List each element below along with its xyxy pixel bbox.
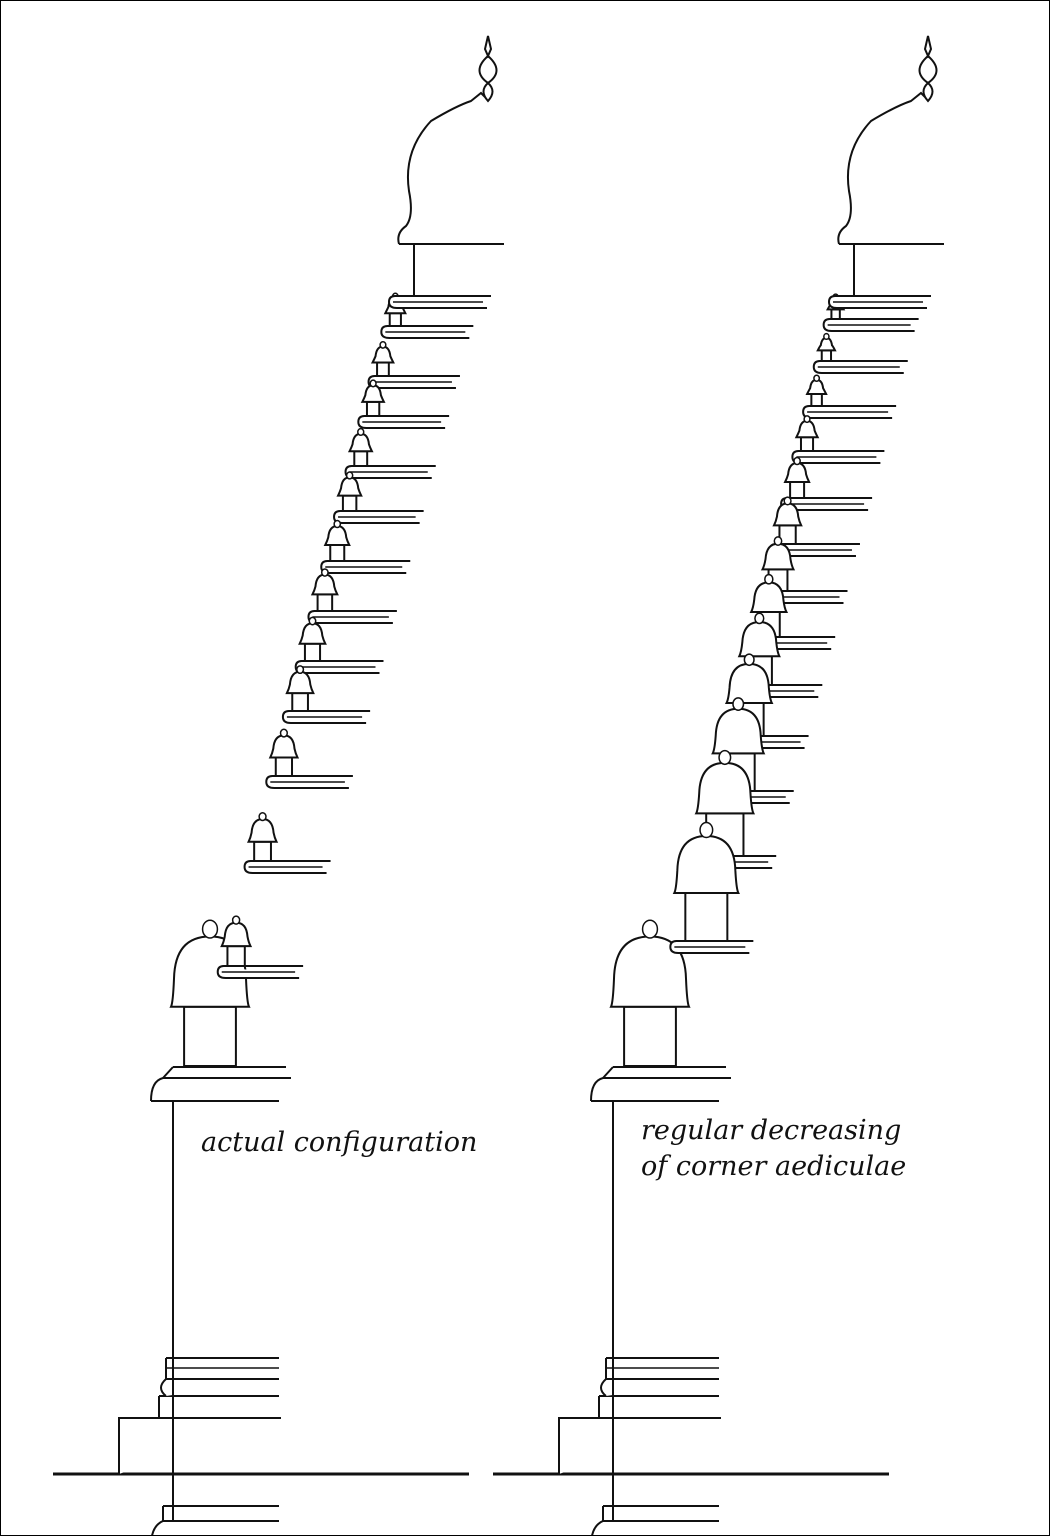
aedicula-finial-icon [369, 379, 377, 388]
aedicula-finial-icon [754, 612, 765, 625]
cornice [590, 1066, 731, 1102]
aedicula-dome-icon [672, 834, 740, 894]
aedicula-dome-icon [783, 461, 811, 483]
aedicula-pillar [684, 892, 729, 942]
aedicula-finial-icon [357, 427, 365, 437]
base-block [118, 1417, 281, 1474]
top-dome [837, 91, 944, 245]
aedicula-pillar [820, 349, 833, 362]
aedicula-pillar [388, 312, 402, 328]
aedicula-dome-icon [268, 734, 300, 759]
figure-regular-decreasing [493, 35, 944, 1535]
aedicula-finial-icon [803, 415, 811, 424]
top-finial-icon [478, 35, 498, 103]
aedicula-pillar [623, 1005, 677, 1067]
aedicula-finial-icon [718, 749, 732, 766]
aedicula-pillar [316, 593, 334, 612]
aedicula-finial-icon [345, 471, 354, 480]
top-finial-icon [918, 35, 938, 103]
plinth-torus [160, 1378, 279, 1397]
aedicula-dome-icon [310, 573, 339, 596]
cornice [591, 1505, 719, 1535]
aedicula-finial-icon [279, 728, 288, 738]
aedicula-dome-icon [285, 670, 315, 695]
aedicula-pillar [810, 393, 823, 407]
aedicula-finial-icon [201, 919, 219, 939]
aedicula-finial-icon [231, 915, 241, 925]
aedicula-finial-icon [320, 568, 329, 577]
aedicula-dome-icon [246, 817, 279, 843]
aedicula-finial-icon [773, 536, 783, 546]
aedicula-pillar [253, 840, 272, 862]
aedicula-pillar [329, 544, 346, 562]
aedicula-dome-icon [794, 419, 820, 439]
aedicula-dome-icon [323, 524, 351, 546]
base-block [558, 1417, 721, 1474]
aedicula-pillar [226, 945, 246, 967]
aedicula-pillar [274, 756, 294, 778]
aedicula-finial-icon [641, 919, 659, 939]
cornice [150, 1066, 291, 1102]
aedicula-finial-icon [783, 496, 792, 506]
aedicula-pillar [365, 400, 381, 418]
aedicula-pillar [183, 1005, 237, 1067]
aedicula-dome-icon [347, 432, 374, 453]
aedicula-finial-icon [296, 665, 305, 675]
label-regular-decreasing: regular decreasing of corner aediculae [641, 1113, 906, 1185]
aedicula-dome-icon [694, 761, 756, 815]
aedicula-dome-icon [220, 921, 253, 948]
aedicula-finial-icon [308, 616, 317, 626]
aedicula-pillar [830, 308, 841, 320]
figure-actual-configuration [53, 35, 504, 1535]
cornice [151, 1505, 279, 1535]
aedicula-dome-icon [370, 345, 395, 364]
aedicula-finial-icon [823, 332, 830, 341]
aedicula-pillar [789, 481, 806, 499]
plinth-torus [600, 1378, 719, 1397]
aedicula-finial-icon [732, 697, 745, 711]
label-line: of corner aediculae [641, 1151, 907, 1182]
aedicula-pillar [291, 692, 309, 713]
label-line: regular decreasing [641, 1115, 902, 1146]
aedicula-pillar [353, 450, 369, 467]
aedicula-finial-icon [813, 374, 821, 382]
aedicula-pillar [799, 436, 815, 453]
aedicula-finial-icon [699, 821, 714, 839]
label-actual-configuration: actual configuration [201, 1125, 477, 1161]
aedicula-pillar [303, 642, 322, 662]
aedicula-finial-icon [764, 573, 774, 585]
top-dome [397, 91, 504, 245]
aedicula-finial-icon [258, 811, 267, 822]
aedicula-dome-icon [298, 622, 327, 645]
aedicula-finial-icon [333, 519, 342, 529]
aedicula-finial-icon [743, 653, 755, 667]
label-line: actual configuration [201, 1127, 478, 1158]
aedicula-dome-icon [336, 476, 363, 497]
aedicula-finial-icon [793, 456, 801, 466]
aedicula-pillar [376, 361, 390, 377]
aedicula-pillar [341, 494, 358, 513]
aedicula-finial-icon [379, 340, 387, 349]
